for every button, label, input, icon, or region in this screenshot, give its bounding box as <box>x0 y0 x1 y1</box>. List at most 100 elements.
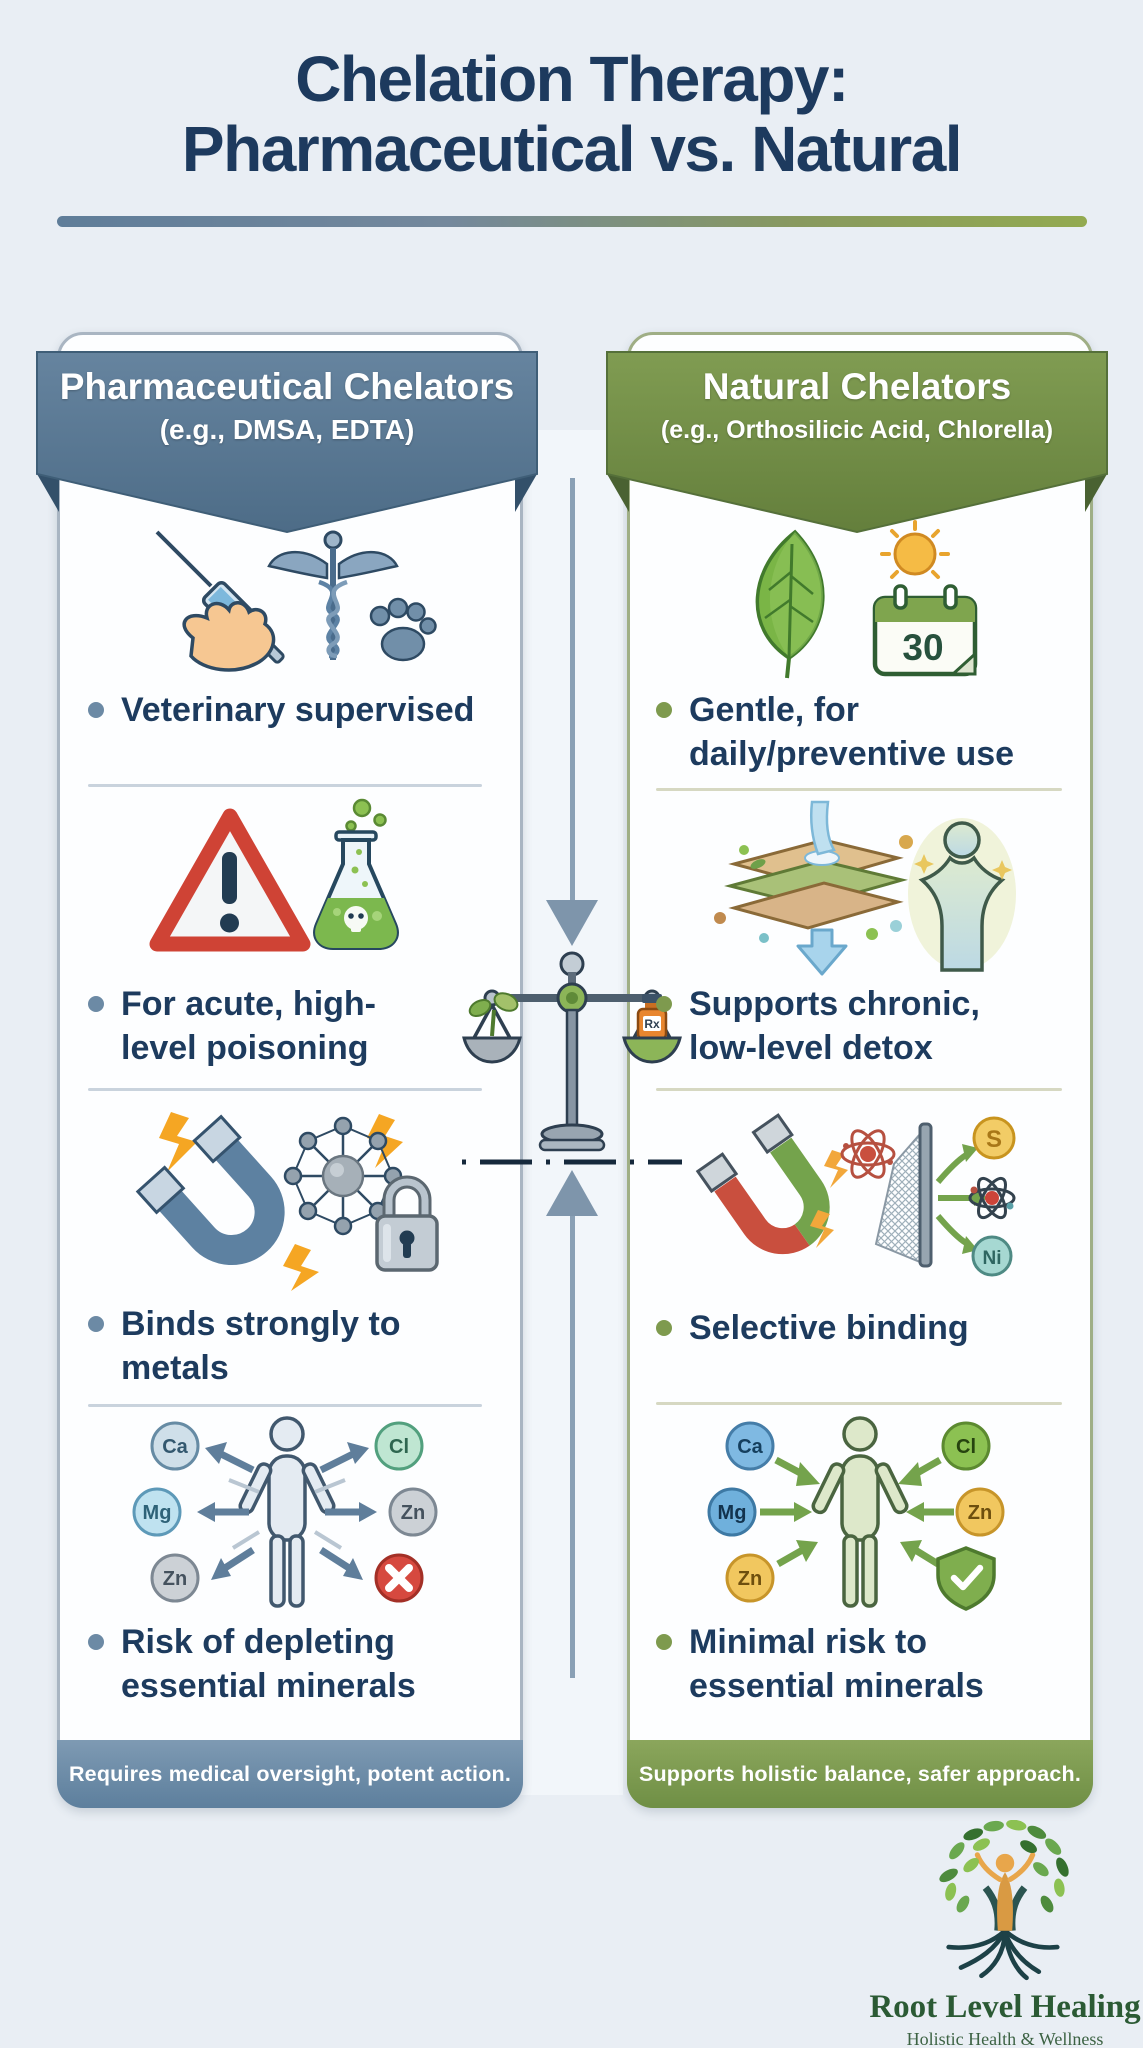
leaf-icon <box>755 529 825 679</box>
bullet-chronic-detox: Supports chronic, low-level detox <box>656 982 1086 1070</box>
magnet-molecule-lock-icon <box>135 1112 439 1291</box>
x-mark-icon <box>374 1553 424 1603</box>
page-title: Chelation Therapy: Pharmaceutical vs. Na… <box>0 44 1143 185</box>
section-divider <box>88 784 482 787</box>
bullet-dot <box>88 702 104 718</box>
section-divider <box>656 1402 1062 1405</box>
up-arrow-shaft <box>570 1216 575 1678</box>
faint-arrows <box>228 1478 346 1550</box>
bullet-risk-depleting: Risk of depleting essential minerals <box>88 1620 508 1708</box>
hand-icon <box>182 601 276 672</box>
mineral-zn: Zn <box>163 1568 187 1590</box>
nourish-arrows <box>760 1456 954 1568</box>
rx-label: Rx <box>644 1017 660 1031</box>
bullet-binds-strongly: Binds strongly to metals <box>88 1302 508 1390</box>
pharmaceutical-card: Requires medical oversight, potent actio… <box>57 332 523 1808</box>
roots <box>946 1928 1060 1981</box>
pharmaceutical-footer: Requires medical oversight, potent actio… <box>57 1740 523 1808</box>
element-ni-badge: Ni <box>971 1235 1013 1277</box>
filter-detox-body-icon <box>714 800 1016 976</box>
person-figure <box>974 1852 1036 1931</box>
bullet-dot <box>656 996 672 1012</box>
pass-through-arrows <box>935 1152 974 1246</box>
down-arrow-shaft <box>570 478 575 902</box>
bullet-dot <box>88 1634 104 1650</box>
toxic-flask-icon <box>313 798 399 950</box>
section-divider <box>656 1088 1062 1091</box>
gradient-divider <box>57 216 1087 227</box>
syringe-icon <box>155 530 285 672</box>
bullet-dot <box>88 996 104 1012</box>
sun-icon <box>880 520 950 579</box>
brand-logo: Root Level Healing Holistic Health & Wel… <box>862 1819 1143 2048</box>
mineral-zn2: Zn <box>401 1502 425 1524</box>
balance-scale-icon: Rx <box>462 951 682 1165</box>
rx-bottle-icon: Rx <box>636 994 668 1041</box>
brand-name: Root Level Healing <box>869 1989 1141 2025</box>
mineral-cl: Cl <box>956 1436 976 1458</box>
bullet-gentle-daily: Gentle, for daily/preventive use <box>656 688 1086 776</box>
mineral-cl: Cl <box>389 1436 409 1458</box>
magnet-icon <box>695 1113 830 1255</box>
body-minerals-depleted-icon: Ca Mg Zn Cl Zn <box>132 1416 438 1608</box>
paw-icon <box>369 597 437 662</box>
warning-toxic-flask-icon <box>149 798 399 952</box>
calendar-icon: 30 <box>872 584 978 677</box>
shield-check-icon <box>936 1546 996 1611</box>
mineral-mg: Mg <box>718 1502 747 1524</box>
mineral-mg: Mg <box>143 1502 172 1524</box>
title-line-1: Chelation Therapy: <box>295 43 849 115</box>
warning-triangle-icon <box>149 808 311 952</box>
lightning-icon <box>159 1112 197 1172</box>
natural-card: Supports holistic balance, safer approac… <box>627 332 1093 1808</box>
element-s-badge: S <box>972 1116 1016 1160</box>
molecule-icon <box>283 1116 403 1236</box>
svg-text:S: S <box>986 1126 1002 1153</box>
mesh-filter-icon <box>874 1131 921 1264</box>
skull-icon <box>344 906 368 932</box>
lightning-icon <box>824 1150 848 1188</box>
up-arrow-icon <box>546 1170 598 1216</box>
brand-tagline: Holistic Health & Wellness <box>906 2029 1104 2048</box>
bullet-dot <box>656 702 672 718</box>
bullet-selective-binding: Selective binding <box>656 1306 1086 1350</box>
tree-logo-icon <box>939 1819 1069 1981</box>
leaf-sun-calendar-icon: 30 <box>755 520 978 679</box>
section-divider <box>88 1088 482 1091</box>
natural-footer: Supports holistic balance, safer approac… <box>627 1740 1093 1808</box>
plant-icon <box>468 992 519 1037</box>
padlock-icon <box>375 1175 439 1272</box>
selective-magnet-filter-icon: S Ni <box>695 1113 1016 1277</box>
mineral-ca: Ca <box>737 1436 763 1458</box>
bullet-acute-poisoning: For acute, high- level poisoning <box>88 982 508 1070</box>
bullet-veterinary-supervised: Veterinary supervised <box>88 688 508 732</box>
filter-layers-icon <box>714 800 913 976</box>
body-minerals-protected-icon: Ca Mg Zn Cl Zn <box>707 1416 1005 1611</box>
natural-banner <box>606 351 1108 534</box>
bullet-minimal-risk: Minimal risk to essential minerals <box>656 1620 1086 1708</box>
lightning-icon <box>283 1244 319 1291</box>
mineral-ca: Ca <box>162 1436 188 1458</box>
body-silhouette-icon <box>238 1416 336 1608</box>
syringe-caduceus-paw-icon <box>155 530 437 672</box>
calendar-day: 30 <box>902 627 943 668</box>
caduceus-icon <box>267 530 399 660</box>
svg-text:Ni: Ni <box>983 1248 1002 1269</box>
pharmaceutical-banner <box>36 351 538 534</box>
atom-icon <box>840 1129 896 1179</box>
title-line-2: Pharmaceutical vs. Natural <box>181 113 963 186</box>
mineral-zn: Zn <box>738 1568 762 1590</box>
lightning-icon <box>810 1210 834 1248</box>
magnet-icon <box>135 1114 285 1266</box>
depletion-arrows <box>197 1442 377 1580</box>
section-divider <box>88 1404 482 1407</box>
section-divider <box>656 788 1062 791</box>
bullet-dot <box>656 1320 672 1336</box>
leaves <box>939 1819 1069 1913</box>
down-arrow-icon <box>546 900 598 946</box>
bullet-dot <box>656 1634 672 1650</box>
mineral-zn2: Zn <box>968 1502 992 1524</box>
bullet-dot <box>88 1316 104 1332</box>
body-silhouette-icon <box>811 1416 909 1608</box>
